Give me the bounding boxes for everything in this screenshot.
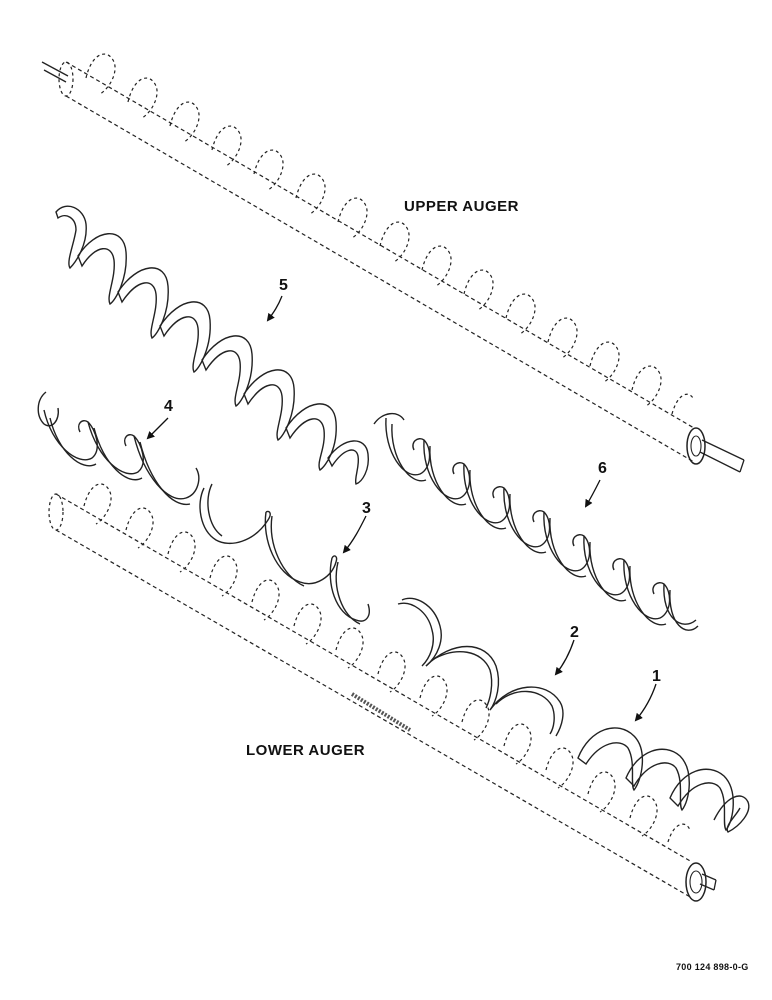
leader-3 — [342, 515, 367, 554]
upper-auger-tube — [41, 53, 745, 473]
leader-4 — [146, 417, 169, 440]
callout-4: 4 — [164, 398, 173, 415]
leader-2 — [554, 639, 575, 676]
leader-6 — [584, 479, 601, 508]
leader-5 — [266, 295, 283, 322]
callout-leaders — [146, 295, 657, 722]
flighting-5 — [55, 205, 370, 485]
lower-auger-tube — [48, 483, 717, 902]
flighting-3 — [199, 483, 370, 625]
callout-3: 3 — [362, 500, 371, 517]
flighting-4 — [37, 391, 200, 506]
upper-auger-label: UPPER AUGER — [404, 198, 519, 215]
callout-6: 6 — [598, 460, 607, 477]
lower-auger-label: LOWER AUGER — [246, 742, 366, 759]
flighting-2 — [397, 597, 564, 737]
flighting-6 — [373, 413, 699, 631]
flighting-1 — [577, 727, 750, 833]
callout-2: 2 — [570, 624, 579, 641]
callout-5: 5 — [279, 277, 288, 294]
document-number: 700 124 898-0-G — [676, 962, 749, 972]
callout-1: 1 — [652, 668, 661, 685]
leader-1 — [634, 683, 657, 722]
